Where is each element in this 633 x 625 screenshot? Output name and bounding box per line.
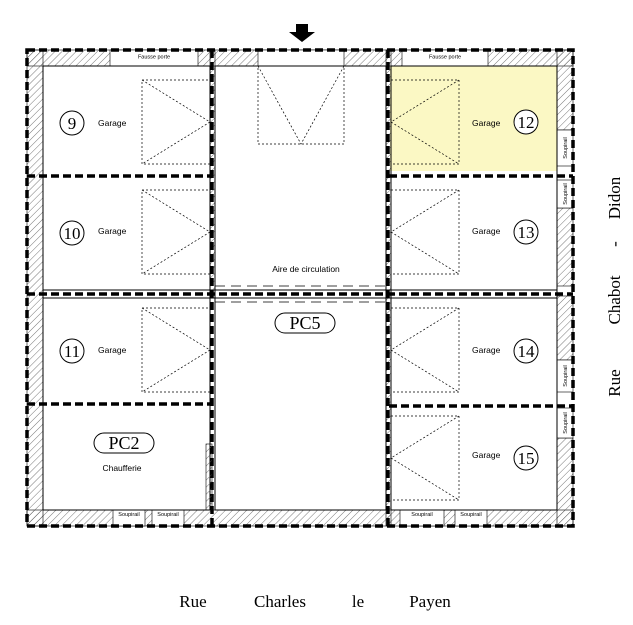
garage-number: 10 xyxy=(64,224,81,243)
entrance-arrow-icon xyxy=(289,24,315,42)
garage-number: 11 xyxy=(64,342,80,361)
fausse-porte-label-right: Fausse porte xyxy=(429,55,461,61)
street-right-word-2: Chabot xyxy=(605,275,624,324)
garage-number: 12 xyxy=(518,113,535,132)
garage-15: 15 Garage xyxy=(472,445,539,471)
pc2-area: PC2 Chaufferie xyxy=(93,432,155,473)
garage-number: 9 xyxy=(68,114,77,133)
garage-number: 14 xyxy=(518,342,536,361)
circulation-dashes xyxy=(215,285,386,303)
soupirail-label-8: Soupirail xyxy=(563,412,569,433)
garage-14: 14 Garage xyxy=(472,338,539,364)
inner-walls xyxy=(42,65,558,511)
soupirail-label-2: Soupirail xyxy=(157,512,178,518)
street-bottom-word-4: Payen xyxy=(409,592,451,611)
chaufferie-label: Chaufferie xyxy=(102,463,141,473)
garage-label: Garage xyxy=(98,118,127,128)
pc2-code: PC2 xyxy=(108,433,139,453)
garage-10: 10 Garage xyxy=(59,220,127,246)
pc5-code: PC5 xyxy=(289,313,320,333)
garage-label: Garage xyxy=(472,226,501,236)
garage-13: 13 Garage xyxy=(472,219,539,245)
garage-label: Garage xyxy=(472,345,501,355)
street-bottom: Rue Charles le Payen xyxy=(179,592,451,611)
soupirail-label-3: Soupirail xyxy=(411,512,432,518)
garage-label: Garage xyxy=(98,345,127,355)
street-right: Rue Chabot - Didon xyxy=(605,176,624,396)
pc5-area: Aire de circulation PC5 xyxy=(272,264,340,334)
garage-label: Garage xyxy=(472,450,501,460)
soupirail-label-5: Soupirail xyxy=(563,137,569,158)
soupirail-label-7: Soupirail xyxy=(563,365,569,386)
street-right-word-3: - xyxy=(605,241,624,247)
garage-12: 12 Garage xyxy=(472,109,539,135)
garage-9: 9 Garage xyxy=(59,110,127,136)
street-bottom-word-1: Rue xyxy=(179,592,206,611)
street-bottom-word-2: Charles xyxy=(254,592,306,611)
soupirail-label-1: Soupirail xyxy=(118,512,139,518)
street-right-word-4: Didon xyxy=(605,176,624,219)
street-bottom-word-3: le xyxy=(352,592,364,611)
garage-label: Garage xyxy=(472,118,501,128)
fausse-porte-label-left: Fausse porte xyxy=(138,55,170,61)
garage-11: 11 Garage xyxy=(59,338,127,364)
soupirail-label-4: Soupirail xyxy=(460,512,481,518)
garage-number: 13 xyxy=(518,223,535,242)
soupirail-label-6: Soupirail xyxy=(563,183,569,204)
chaufferie-wall xyxy=(205,443,213,511)
circulation-label: Aire de circulation xyxy=(272,264,340,274)
street-right-word-1: Rue xyxy=(605,369,624,396)
garage-number: 15 xyxy=(518,449,535,468)
garage-label: Garage xyxy=(98,226,127,236)
parking-outlines xyxy=(141,65,460,501)
